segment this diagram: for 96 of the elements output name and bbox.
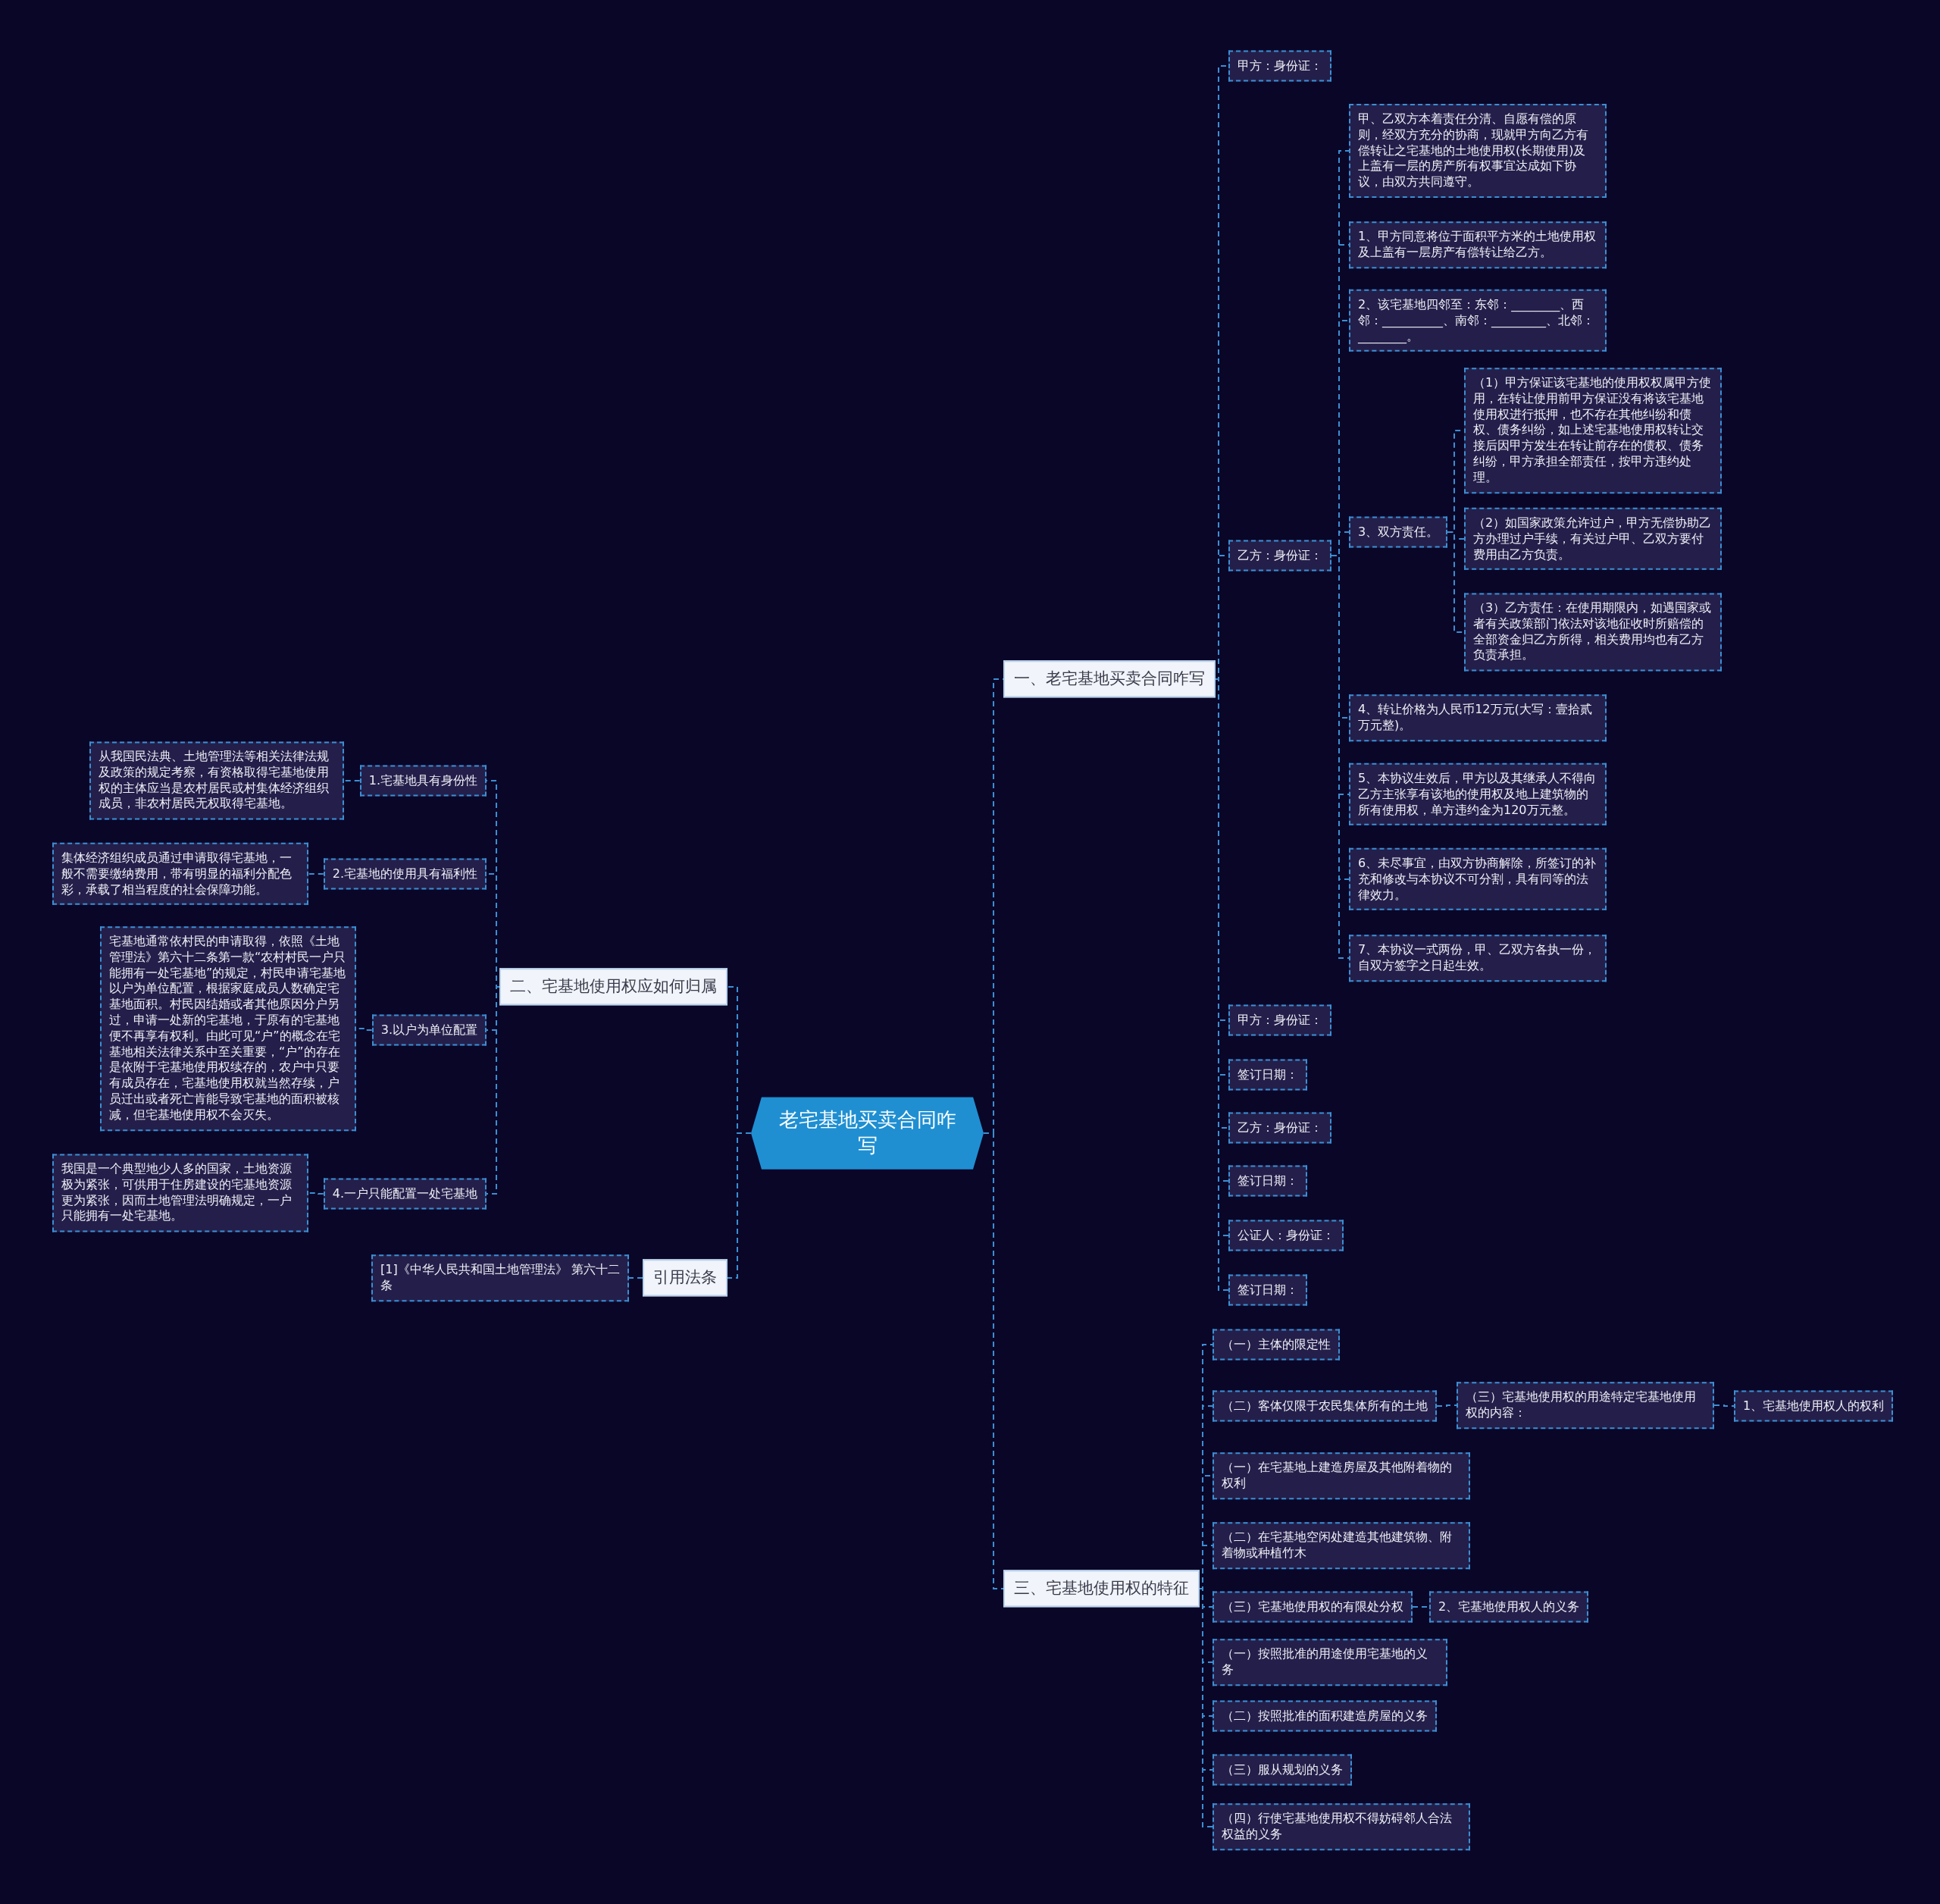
- topic-box: [52, 842, 308, 906]
- topic-box: [1349, 763, 1607, 826]
- branch-topic-text: 二、宅基地使用权应如何归属: [510, 976, 717, 997]
- topic-text: （三）宅基地使用权的有限处分权: [1222, 1599, 1403, 1615]
- topic-text: （一）主体的限定性: [1222, 1336, 1331, 1353]
- topic-text: 签订日期：: [1238, 1173, 1298, 1189]
- topic-text: 2、宅基地使用权人的义务: [1438, 1599, 1580, 1615]
- topic-text: （二）在宅基地空闲处建造其他建筑物、附着物或种植竹木: [1222, 1530, 1453, 1561]
- topic-text: 公证人：身份证：: [1238, 1227, 1335, 1244]
- topic-box: [1212, 1803, 1470, 1850]
- topic-text: 甲、乙双方本着责任分清、自愿有偿的原则，经双方充分的协商，现就甲方向乙方有偿转让之宅基地的土地使用权(长期使用)及上盖有一层的房产所有权事宜达成如下协议，由双方共同遵守。: [1358, 111, 1589, 190]
- topic-text: 甲方：身份证：: [1238, 58, 1322, 74]
- topic-box: [1212, 1522, 1470, 1569]
- branch-topic-text: 一、老宅基地买卖合同咋写: [1014, 669, 1205, 690]
- connector-line: [1436, 1405, 1457, 1407]
- topic-box: [1228, 540, 1331, 572]
- topic-text: 3、双方责任。: [1358, 524, 1439, 540]
- topic-box: [52, 1154, 308, 1232]
- connector-line: [1713, 1405, 1735, 1407]
- topic-text: （三）宅基地使用权的用途特定宅基地使用权的内容：: [1466, 1389, 1697, 1421]
- connector-line: [343, 780, 361, 781]
- topic-box: [1212, 1639, 1447, 1686]
- topic-text: 签订日期：: [1238, 1282, 1298, 1298]
- topic-box: [1212, 1329, 1340, 1361]
- topic-text: 1、甲方同意将位于面积平方米的土地使用权及上盖有一层房产有偿转让给乙方。: [1358, 229, 1597, 261]
- branch-topic-box: [643, 1259, 728, 1297]
- connector-line: [308, 873, 324, 875]
- topic-text: （二）按照批准的面积建造房屋的义务: [1222, 1708, 1428, 1724]
- topic-box: [1464, 368, 1722, 493]
- topic-box: [1349, 935, 1607, 982]
- connector-line: [1199, 1588, 1213, 1827]
- topic-box: [1464, 507, 1722, 571]
- topic-box: [323, 858, 487, 890]
- topic-text: 4.一户只能配置一处宅基地: [332, 1185, 477, 1202]
- topic-text: 1、宅基地使用权人的权利: [1743, 1398, 1885, 1414]
- topic-box: [1212, 1700, 1437, 1732]
- topic-text: 5、本协议生效后，甲方以及其继承人不得向乙方主张享有该地的使用权及地上建筑物的所有使用权，单方违约金为120万元整。: [1358, 770, 1597, 819]
- topic-box: [1349, 289, 1607, 352]
- topic-box: [1457, 1382, 1714, 1429]
- topic-box: [1212, 1390, 1437, 1422]
- topic-text: 2.宅基地的使用具有福利性: [332, 866, 477, 882]
- topic-text: 我国是一个典型地少人多的国家，土地资源极为紧张，可供用于住房建设的宅基地资源更为紧张，因而土地管理法明确规定，一户只能拥有一处宅基地。: [61, 1161, 293, 1225]
- topic-box: [1228, 50, 1331, 82]
- branch-topic-box: [499, 968, 728, 1006]
- topic-text: 4、转让价格为人民币12万元(大写：壹拾贰万元整)。: [1358, 702, 1593, 734]
- topic-box: [1349, 516, 1448, 548]
- branch-topic-text: 三、宅基地使用权的特征: [1014, 1578, 1189, 1599]
- central-topic-text: 老宅基地买卖合同咋写: [778, 1107, 957, 1158]
- topic-box: [1228, 1112, 1331, 1144]
- topic-text: 集体经济组织成员通过申请取得宅基地，一般不需要缴纳费用，带有明显的福利分配色彩，承载了相当程度的社会保障功能。: [61, 850, 293, 898]
- topic-box: [359, 765, 487, 797]
- topic-text: （3）乙方责任：在使用期限内，如遇国家或者有关政策部门依法对该地征收时所赔偿的全部资金归乙方所得，相关费用均也有乙方负责承担。: [1473, 600, 1713, 664]
- topic-box: [371, 1254, 629, 1301]
- topic-box: [1734, 1390, 1894, 1422]
- topic-text: 7、本协议一式两份，甲、乙双方各执一份，自双方签字之日起生效。: [1358, 942, 1597, 974]
- topic-text: （一）按照批准的用途使用宅基地的义务: [1222, 1646, 1428, 1678]
- topic-text: 签订日期：: [1238, 1066, 1298, 1083]
- connector-line: [628, 1277, 643, 1279]
- topic-box: [371, 1014, 487, 1046]
- topic-text: 乙方：身份证：: [1238, 547, 1322, 564]
- topic-text: 从我国民法典、土地管理法等相关法律法规及政策的规定考察，有资格取得宅基地使用权的主体应当是农村居民或村集体经济组织成员，非农村居民无权取得宅基地。: [99, 749, 330, 813]
- topic-text: 1.宅基地具有身份性: [368, 772, 477, 789]
- topic-box: [1349, 847, 1607, 911]
- topic-box: [1349, 694, 1607, 741]
- topic-box: [1228, 1274, 1307, 1306]
- topic-text: （2）如国家政策允许过户，甲方无偿协助乙方办理过户手续，有关过户甲、乙双方要付费用由乙方负责。: [1473, 515, 1713, 563]
- topic-text: （三）服从规划的义务: [1222, 1762, 1343, 1778]
- topic-box: [89, 741, 344, 820]
- connector-line: [308, 1192, 324, 1195]
- connector-line: [727, 1132, 752, 1279]
- topic-box: [1228, 1165, 1307, 1197]
- topic-box: [1212, 1754, 1352, 1786]
- topic-text: （一）在宅基地上建造房屋及其他附着物的权利: [1222, 1460, 1453, 1492]
- topic-box: [1228, 1220, 1344, 1251]
- branch-topic-box: [1003, 1570, 1200, 1608]
- topic-text: 甲方：身份证：: [1238, 1012, 1322, 1029]
- topic-box: [1349, 221, 1607, 268]
- topic-box: [1212, 1452, 1470, 1499]
- topic-text: 2、该宅基地四邻至：东邻：________、西邻：__________、南邻：_________、北邻：________。: [1358, 296, 1595, 345]
- topic-text: （二）客体仅限于农民集体所有的土地: [1222, 1398, 1428, 1414]
- topic-box: [1464, 593, 1722, 672]
- topic-text: （1）甲方保证该宅基地的使用权权属甲方使用，在转让使用前甲方保证没有将该宅基地使用权进行抵押，也不存在其他纠纷和债权、债务纠纷，如上述宅基地使用权转让交接后因甲方发生在转让前存在的债权、债务纠纷，甲方承担全部责任，按甲方违约处理。: [1473, 375, 1713, 486]
- topic-box: [1228, 1004, 1331, 1036]
- branch-topic-text: 引用法条: [653, 1267, 717, 1289]
- topic-box: [323, 1178, 487, 1210]
- topic-text: 3.以户为单位配置: [380, 1022, 477, 1038]
- topic-text: （四）行使宅基地使用权不得妨碍邻人合法权益的义务: [1222, 1811, 1453, 1843]
- topic-box: [1429, 1591, 1589, 1623]
- branch-topic-box: [1003, 660, 1216, 698]
- topic-text: 宅基地通常依村民的申请取得，依照《土地管理法》第六十二条第一款“农村村民一户只能拥有一处宅基地”的规定，村民申请宅基地以户为单位配置，根据家庭成员人数确定宅基地面积。村民因结婚或者其他原因分户另过，申请一处新的宅基地，于原有的宅基地便不再享有权利。由此可见“户”的概念在宅基地相关法律关系中至关重要，“户”的存在是依附于宅基地使用权续存的，农户中只要有成员存在，宅基地使用权就当然存续，户员迁出或者死亡肯能导致宅基地的面积被核减，但宅基地使用权不会灭失。: [109, 934, 347, 1123]
- topic-text: 乙方：身份证：: [1238, 1120, 1322, 1136]
- topic-text: 6、未尽事宜，由双方协商解除，所签订的补充和修改与本协议不可分割，具有同等的法律效力。: [1358, 855, 1597, 903]
- topic-text: [1]《中华人民共和国土地管理法》 第六十二条: [380, 1262, 620, 1294]
- topic-box: [1212, 1591, 1413, 1623]
- topic-box: [1349, 104, 1607, 198]
- topic-box: [1228, 1059, 1307, 1091]
